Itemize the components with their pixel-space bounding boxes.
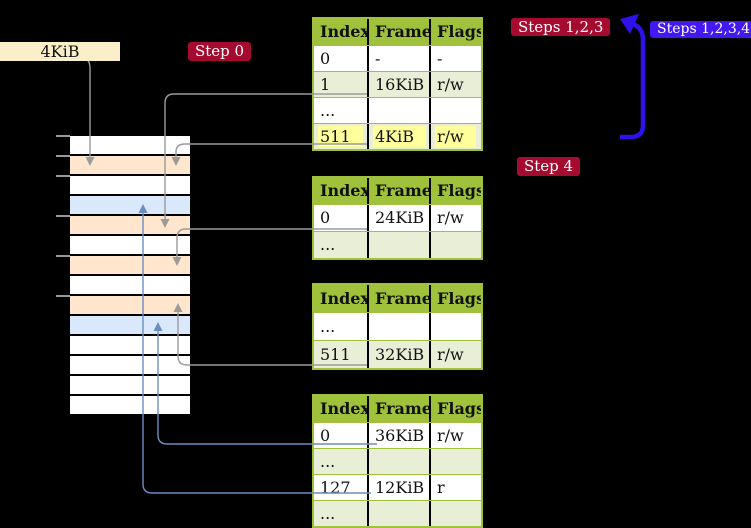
table-cell: 0 — [320, 426, 331, 445]
table-cell: r — [429, 475, 481, 500]
table-cell — [429, 501, 481, 526]
column-header: Frame — [367, 396, 429, 422]
table-cell: 24KiB — [367, 205, 429, 231]
highlighted-value: r/w — [435, 126, 476, 147]
table-cell: 511 — [320, 345, 351, 364]
table-cell — [367, 501, 429, 526]
memory-frame-row-8 — [70, 296, 190, 314]
page-table-a-row-3: 511 4KiB r/w — [314, 123, 481, 149]
memory-frame-row-0 — [70, 136, 190, 154]
page-table-d-row-1: ... — [314, 448, 481, 474]
page-table-d-row-3: ... — [314, 500, 481, 526]
column-header: Frame — [367, 178, 429, 204]
memory-frame-row-4 — [70, 216, 190, 234]
memory-frame-row-7 — [70, 276, 190, 294]
page-table-b-row-1: ... — [314, 231, 481, 258]
table-cell: r/w — [429, 341, 481, 368]
step-0-badge: Step 0 — [188, 42, 252, 61]
table-cell: 4KiB — [367, 124, 429, 149]
memory-address-tick-2 — [56, 175, 70, 177]
table-cell: r/w — [429, 72, 481, 97]
memory-frame-row-9 — [70, 316, 190, 334]
column-header: Flags — [429, 19, 481, 45]
table-cell: 511 — [314, 124, 367, 149]
table-cell: ... — [320, 235, 336, 254]
steps-1-2-3-4-badge: Steps 1,2,3,4 — [650, 21, 751, 38]
table-cell: 32KiB — [367, 341, 429, 368]
column-header: Index — [320, 289, 367, 308]
table-cell — [429, 98, 481, 123]
highlighted-value: 4KiB — [373, 126, 427, 147]
table-cell: ... — [320, 101, 336, 120]
memory-address-tick-1 — [56, 155, 70, 157]
table-cell — [429, 449, 481, 474]
page-table-a-row-2: ... — [314, 97, 481, 123]
table-cell: 16KiB — [367, 72, 429, 97]
table-cell: 0 — [320, 208, 331, 227]
memory-address-tick-4 — [56, 255, 70, 257]
table-cell: 12KiB — [367, 475, 429, 500]
memory-frame-row-10 — [70, 336, 190, 354]
table-cell: ... — [320, 504, 336, 523]
table-cell — [367, 232, 429, 258]
memory-frame-row-13 — [70, 396, 190, 414]
column-header: Frame — [367, 19, 429, 45]
memory-frame-row-12 — [70, 376, 190, 394]
memory-address-tick-3 — [56, 215, 70, 217]
table-cell — [367, 98, 429, 123]
table-cell: r/w — [429, 423, 481, 448]
memory-address-tick-5 — [56, 295, 70, 297]
table-cell: 0 — [320, 49, 331, 68]
memory-frame-row-2 — [70, 176, 190, 194]
column-header: Index — [320, 22, 367, 41]
table-cell: 127 — [320, 478, 351, 497]
page-table-a-row-0: 0 -- — [314, 45, 481, 71]
table-cell — [429, 232, 481, 258]
table-cell — [367, 313, 429, 340]
column-header: Index — [320, 399, 367, 418]
table-cell: ... — [320, 317, 336, 336]
column-header: Flags — [429, 178, 481, 204]
column-header: Index — [320, 181, 367, 200]
highlighted-value: 511 — [318, 126, 363, 147]
table-cell — [429, 313, 481, 340]
column-header: Flags — [429, 285, 481, 312]
table-cell: - — [367, 46, 429, 71]
frame-size-label: 4KiB — [0, 42, 120, 61]
table-cell: r/w — [429, 124, 481, 149]
table-cell: 36KiB — [367, 423, 429, 448]
table-cell: - — [429, 46, 481, 71]
memory-frame-row-6 — [70, 256, 190, 274]
memory-frame-row-3 — [70, 196, 190, 214]
column-header: Flags — [429, 396, 481, 422]
memory-address-tick-0 — [56, 135, 70, 137]
table-cell: r/w — [429, 205, 481, 231]
step-4-badge: Step 4 — [517, 157, 581, 176]
memory-frame-row-5 — [70, 236, 190, 254]
memory-frame-row-1 — [70, 156, 190, 174]
table-cell — [367, 449, 429, 474]
column-header: Frame — [367, 285, 429, 312]
table-cell: 1 — [320, 75, 331, 94]
memory-frame-row-11 — [70, 356, 190, 374]
steps-1-2-3-badge: Steps 1,2,3 — [511, 18, 611, 36]
table-cell: ... — [320, 452, 336, 471]
page-table-c-row-0: ... — [314, 312, 481, 340]
